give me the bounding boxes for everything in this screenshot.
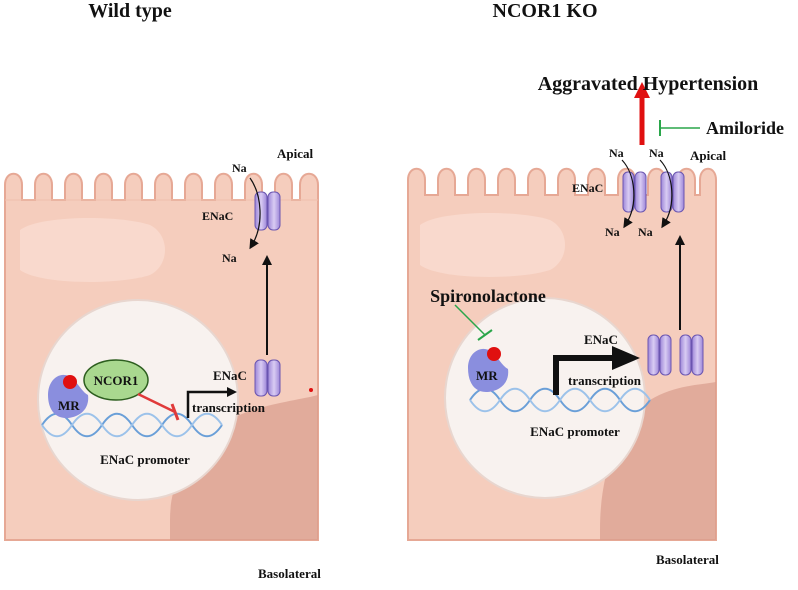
ncor1-inhibition-line bbox=[137, 392, 176, 414]
apical-label-left: Apical bbox=[277, 146, 314, 161]
na-bottom-label-left: Na bbox=[222, 251, 237, 265]
ncor1-ko-panel: NCOR1 KO MR Spironolactone ENaC transcri… bbox=[407, 0, 784, 567]
transcription-label-right: transcription bbox=[568, 373, 642, 388]
nucleus-left bbox=[37, 299, 239, 501]
aggravated-hypertension-label: Aggravated Hypertension bbox=[538, 73, 759, 95]
apical-label-right: Apical bbox=[690, 148, 727, 163]
enac-channel-label-left: ENaC bbox=[202, 209, 233, 223]
enac-channel-basolateral-left bbox=[254, 359, 281, 397]
na-top-label-right-1: Na bbox=[609, 146, 624, 160]
spironolactone-label: Spironolactone bbox=[430, 286, 546, 306]
aldosterone-ligand-right bbox=[487, 347, 501, 361]
enac-channel-apical-left bbox=[254, 191, 281, 231]
sodium-flux-arrow-right-1 bbox=[621, 159, 635, 229]
na-bottom-label-right-2: Na bbox=[638, 225, 653, 239]
na-top-label-left: Na bbox=[232, 161, 247, 175]
mr-receptor-left bbox=[48, 374, 89, 418]
amiloride-label: Amiloride bbox=[706, 118, 784, 138]
dna-helix-right bbox=[469, 387, 651, 413]
enac-channel-label-right: ENaC bbox=[572, 181, 603, 195]
na-bottom-label-right-1: Na bbox=[605, 225, 620, 239]
ncor1-label: NCOR1 bbox=[94, 373, 139, 388]
enac-gene-label-left: ENaC bbox=[213, 368, 247, 383]
enac-promoter-label-right: ENaC promoter bbox=[530, 424, 620, 439]
ncor1-ko-title: NCOR1 KO bbox=[493, 0, 598, 22]
aldosterone-ligand-left bbox=[63, 375, 77, 389]
transcription-arrow-left bbox=[186, 387, 237, 418]
transcription-arrow-right bbox=[553, 355, 618, 395]
ncor1-protein bbox=[83, 359, 149, 401]
stray-dot bbox=[309, 388, 313, 392]
dna-helix-left bbox=[41, 412, 223, 438]
nucleus-right bbox=[444, 297, 646, 499]
transcription-arrowhead-right bbox=[612, 346, 640, 370]
basolateral-label-left: Basolateral bbox=[258, 566, 321, 581]
enac-promoter-label-left: ENaC promoter bbox=[100, 452, 190, 467]
basolateral-label-right: Basolateral bbox=[656, 552, 719, 567]
mr-label-left: MR bbox=[58, 398, 80, 413]
wild-type-title: Wild type bbox=[88, 0, 172, 22]
sodium-flux-arrow-right-2 bbox=[659, 159, 673, 229]
spironolactone-inhibition-bar bbox=[477, 329, 493, 341]
enac-channels-basolateral-right bbox=[647, 334, 704, 376]
mr-label-right: MR bbox=[476, 368, 498, 383]
sodium-flux-arrow-left bbox=[249, 177, 261, 250]
mr-receptor-right bbox=[468, 348, 509, 392]
enac-gene-label-right: ENaC bbox=[584, 332, 618, 347]
enac-channels-apical-right bbox=[622, 171, 685, 213]
wild-type-panel: Wild type MR NCOR1 ENaC transcription bbox=[4, 0, 321, 581]
spironolactone-inhibition-line bbox=[454, 304, 486, 336]
na-top-label-right-2: Na bbox=[649, 146, 664, 160]
ncor1-inhibition-bar bbox=[170, 403, 180, 421]
transcription-label-left: transcription bbox=[192, 400, 266, 415]
